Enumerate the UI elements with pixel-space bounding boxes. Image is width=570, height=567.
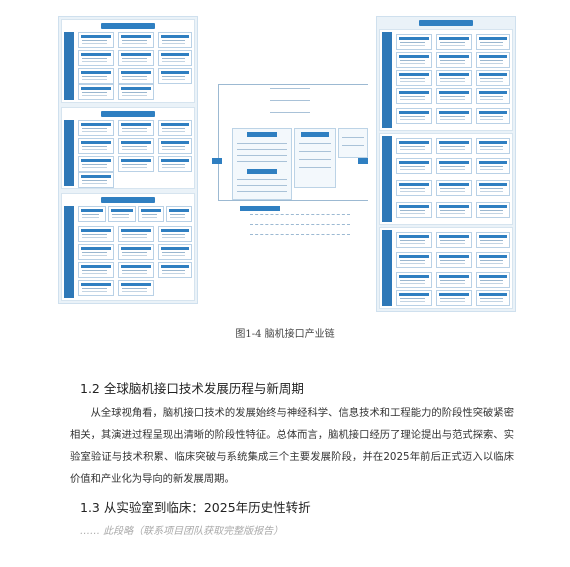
- downstream-section-1: [379, 29, 513, 131]
- section-heading-1-2: 1.2 全球脑机接口技术发展历程与新周期: [80, 381, 304, 396]
- section-heading-1-3: 1.3 从实验室到临床：2025年历史性转折: [80, 500, 311, 515]
- midstream-core-box: [232, 128, 292, 200]
- downstream-panel: [376, 16, 516, 312]
- midstream-area: [210, 74, 370, 235]
- section-paragraph-1-2: 从全球视角看，脑机接口技术的发展始终与神经科学、信息技术和工程能力的阶段性突破紧…: [70, 407, 514, 485]
- upstream-section-1: [61, 19, 195, 103]
- industry-chain-figure: [58, 14, 516, 312]
- left-node: [212, 158, 222, 164]
- midstream-right-box: [338, 128, 368, 158]
- downstream-section-3: [379, 227, 513, 309]
- upstream-section-2: [61, 107, 195, 189]
- downstream-section-2: [379, 133, 513, 225]
- upstream-section-3: [61, 193, 195, 301]
- right-node: [358, 158, 368, 164]
- figure-caption: 图1-4 脑机接口产业链: [235, 329, 335, 340]
- midstream-side-box: [294, 128, 336, 188]
- omitted-content-note: …… 此段略（联系项目团队获取完整版报告）: [80, 526, 284, 537]
- upstream-panel: [58, 16, 198, 304]
